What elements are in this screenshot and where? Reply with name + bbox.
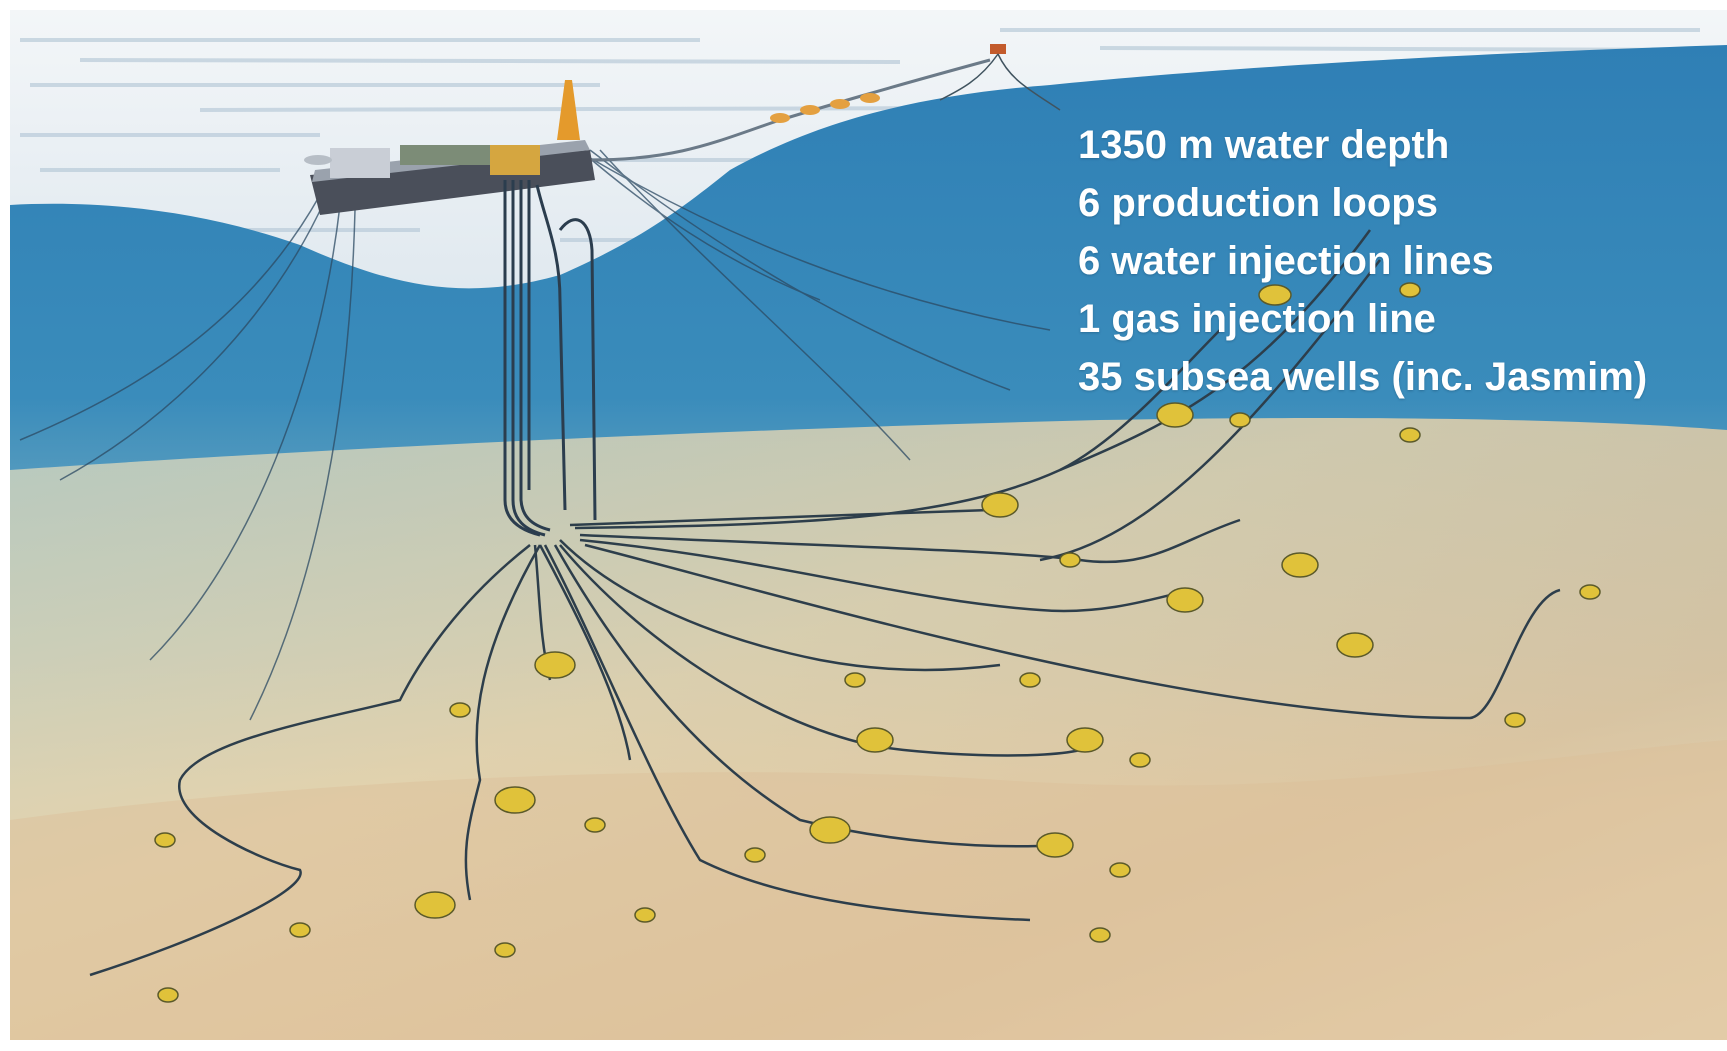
subsea-manifold-icon [534,651,576,679]
stat-water-depth: 1350 m water depth [1078,123,1450,167]
mooring-lines [19,149,1051,721]
subsea-manifold-icon [1156,402,1194,428]
subsea-manifold-icon [856,727,894,753]
stat-subsea-wells: 35 subsea wells (inc. Jasmim) [1078,355,1648,399]
subsea-manifold-icon [494,786,536,814]
subsea-wellhead-icon [1019,672,1041,688]
flowlines [89,229,1561,977]
subsea-wellhead-icon [634,907,656,923]
offloading-buoy-icon [939,44,1061,111]
subsea-manifold-icon [1036,832,1074,858]
subsea-wellhead-icon [744,847,766,863]
subsea-wellhead-icon [1504,712,1526,728]
stat-production-loops: 6 production loops [1078,181,1438,225]
subsea-wellhead-icon [1129,752,1151,768]
subsea-manifold-icon [1066,727,1104,753]
subsea-manifold-icon [1336,632,1374,658]
stat-water-injection-lines: 6 water injection lines [1078,239,1494,283]
subsea-wellhead-icon [1399,427,1421,443]
subsea-wellhead-icon [1089,927,1111,943]
subsea-wellhead-icon [1229,412,1251,428]
subsea-wellhead-icon [449,702,471,718]
subsea-wellhead-icon [844,672,866,688]
subsea-wellhead-icon [1579,584,1601,600]
offloading-floats [770,93,880,123]
subsea-equipment [154,282,1601,1003]
left-border [0,0,10,1051]
fpso-vessel-icon [304,80,595,215]
subsea-wellhead-icon [584,817,606,833]
subsea-wellhead-icon [494,942,516,958]
subsea-manifold-icon [1281,552,1319,578]
subsea-manifold-icon [414,891,456,919]
subsea-manifold-icon [981,492,1019,518]
subsea-wellhead-icon [1059,552,1081,568]
subsea-wellhead-icon [1399,282,1421,298]
subsea-wellhead-icon [1109,862,1131,878]
subsea-manifold-icon [1166,587,1204,613]
stat-gas-injection-line: 1 gas injection line [1078,297,1436,341]
bottom-border [0,1040,1727,1051]
subsea-manifold-icon [809,816,851,844]
subsea-wellhead-icon [157,987,179,1003]
subsea-wellhead-icon [154,832,176,848]
risers [503,180,597,537]
subsea-manifold-icon [1258,284,1292,306]
subsea-wellhead-icon [289,922,311,938]
seabed-shade [10,740,1727,1051]
